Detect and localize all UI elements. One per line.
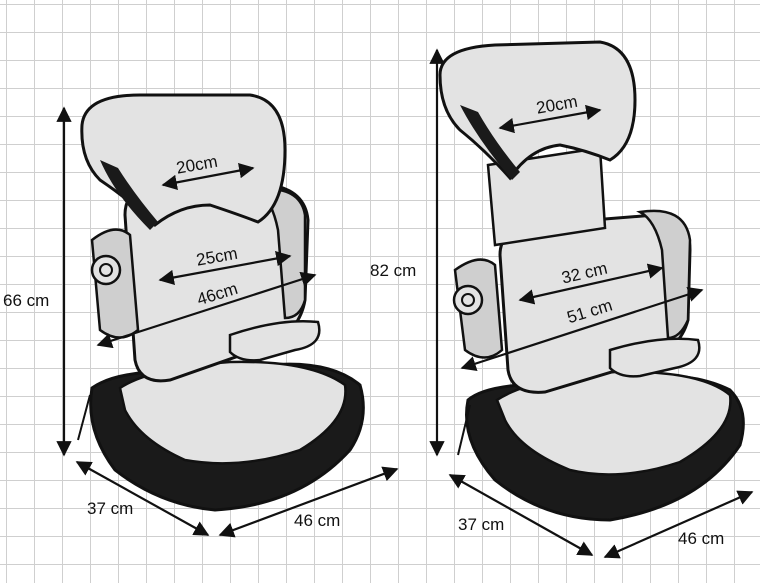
right-depth-label: 37 cm bbox=[458, 515, 505, 534]
left-seat-dimension-lines bbox=[56, 106, 399, 538]
right-width-label: 46 cm bbox=[678, 529, 725, 548]
right-seat-adjust-dial bbox=[452, 284, 484, 316]
right-seat-dimension-lines bbox=[429, 48, 754, 559]
right-depth-arrow bbox=[448, 474, 594, 556]
left-depth-label: 37 cm bbox=[87, 499, 134, 518]
right-seat-isofix-hint bbox=[457, 404, 471, 456]
left-seat-adjust-dial bbox=[90, 254, 122, 286]
left-width-arrow bbox=[218, 466, 399, 538]
right-width-arrow bbox=[603, 490, 754, 559]
left-seat-side-panel bbox=[90, 228, 140, 339]
left-seat-headrest-side bbox=[100, 160, 158, 230]
right-seat-headrest-side bbox=[460, 105, 520, 180]
right-height-label: 82 cm bbox=[370, 261, 417, 280]
left-seat-isofix-hint bbox=[77, 394, 91, 441]
left-shoulder-arrow bbox=[96, 271, 317, 349]
left-width-label: 46 cm bbox=[294, 511, 341, 530]
left-headrest-arrow bbox=[161, 163, 255, 190]
right-headrest-arrow bbox=[498, 104, 602, 134]
left-height-label: 66 cm bbox=[3, 291, 50, 310]
left-depth-arrow bbox=[75, 461, 210, 536]
right-shoulder-arrow bbox=[460, 286, 704, 372]
